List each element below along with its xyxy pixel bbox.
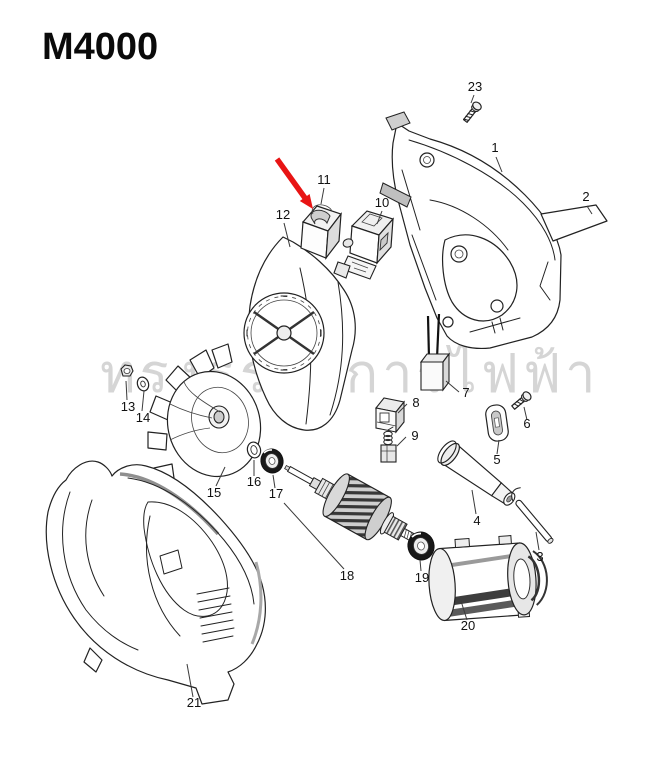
part-20-field-stator [428, 535, 548, 622]
label-part-9: 9 [411, 428, 418, 443]
label-part-19: 19 [415, 570, 429, 585]
label-part-5: 5 [493, 452, 500, 467]
red-pointer-arrow [274, 157, 313, 209]
label-part-7: 7 [462, 385, 469, 400]
part-5-clamp-plate [485, 404, 509, 442]
label-part-18: 18 [340, 568, 354, 583]
part-3-rod [511, 487, 554, 544]
label-part-6: 6 [523, 416, 530, 431]
part-4-sleeve-tube [437, 440, 516, 506]
part-10-switch [333, 210, 395, 280]
label-part-15: 15 [207, 485, 221, 500]
part-14-washer [136, 376, 150, 392]
label-part-10: 10 [375, 195, 389, 210]
part-18-armature [284, 464, 418, 543]
label-part-12: 12 [276, 207, 290, 222]
part-21-blower-housing-left [45, 460, 266, 705]
part-16-flat-washer [246, 441, 262, 459]
part-9-brush-spring [380, 426, 397, 463]
part-6-screw [511, 391, 532, 410]
leader-lines [125, 94, 593, 698]
part-12-inner-cover [243, 236, 356, 431]
part-8-brush-holder [375, 397, 405, 434]
label-part-16: 16 [247, 474, 261, 489]
label-part-3: 3 [536, 549, 543, 564]
part-17-ball-bearing [260, 448, 284, 474]
label-part-2: 2 [582, 189, 589, 204]
label-part-20: 20 [461, 618, 475, 633]
part-number-labels: 1 2 3 4 5 6 7 8 9 10 11 12 13 14 15 16 1… [121, 79, 590, 710]
label-part-4: 4 [473, 513, 480, 528]
part-23-screw [462, 101, 482, 123]
part-11-switch-button [300, 204, 342, 260]
part-13-hex-nut [120, 364, 134, 377]
page-title: M4000 [42, 26, 159, 68]
part-1-motor-housing-right [379, 111, 562, 350]
label-part-13: 13 [121, 399, 135, 414]
part-19-ball-bearing [407, 531, 435, 561]
part-7-carbon-brush-leads [419, 313, 451, 392]
part-15-fan [147, 343, 262, 483]
label-part-23: 23 [468, 79, 482, 94]
part-2-name-plate [540, 204, 608, 242]
label-part-8: 8 [412, 395, 419, 410]
label-part-17: 17 [269, 486, 283, 501]
label-part-11: 11 [317, 172, 331, 187]
label-part-21: 21 [187, 695, 201, 710]
label-part-14: 14 [136, 410, 150, 425]
label-part-1: 1 [491, 140, 498, 155]
